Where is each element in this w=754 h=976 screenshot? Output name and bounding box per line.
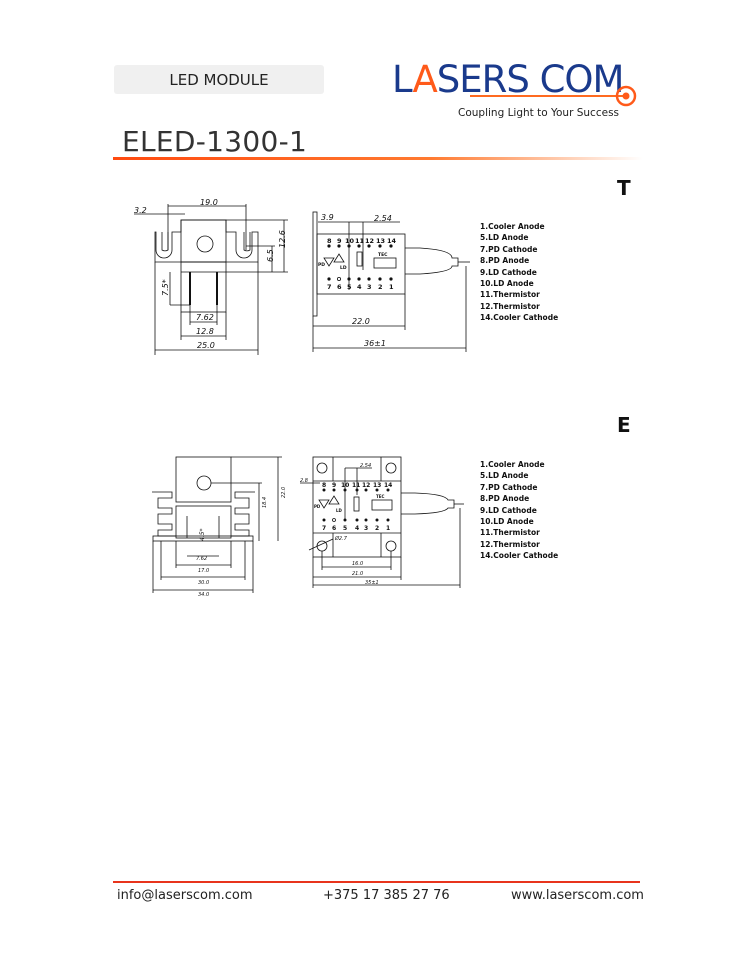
svg-text:5: 5 [347,283,352,291]
svg-text:PD: PD [318,262,325,268]
svg-text:1: 1 [389,283,394,291]
svg-text:16.0: 16.0 [352,561,363,567]
svg-text:30.0: 30.0 [198,580,209,586]
svg-text:25.0: 25.0 [197,341,215,350]
pin-list-t: 1.Cooler Anode 5.LD Anode 7.PD Cathode 8… [480,221,558,324]
svg-text:12: 12 [365,237,374,245]
svg-text:2: 2 [378,283,383,291]
svg-text:17.0: 17.0 [198,568,209,574]
pin-item: 8.PD Anode [480,494,530,504]
pin-item: 7.PD Cathode [480,244,538,254]
footer-divider [113,881,640,883]
svg-text:3: 3 [364,525,368,532]
footer-phone: +375 17 385 27 76 [323,888,450,903]
svg-text:LD: LD [336,508,343,513]
svg-text:11: 11 [352,482,360,489]
svg-text:4: 4 [357,283,362,291]
svg-text:6: 6 [337,283,342,291]
svg-text:2.54: 2.54 [360,463,371,469]
svg-text:35±1: 35±1 [365,580,379,586]
svg-text:PD: PD [314,504,321,509]
svg-text:4.5*: 4.5* [199,528,206,541]
footer-website[interactable]: www.laserscom.com [511,888,644,903]
svg-text:9: 9 [337,237,342,245]
product-title: ELED-1300-1 [122,125,308,158]
svg-text:TEC: TEC [378,252,388,258]
pin-item: 1.Cooler Anode [480,222,545,231]
svg-text:10: 10 [345,237,355,245]
pin-item: 5.LD Anode [480,471,529,481]
svg-text:18.4: 18.4 [262,497,268,508]
pin-item: 8.PD Anode [480,256,530,266]
svg-text:Coupling Light to Your Success: Coupling Light to Your Success [458,107,619,119]
pin-item: 11.Thermistor [480,290,540,300]
pin-item: 10.LD Anode [480,517,534,527]
svg-text:22.0: 22.0 [281,487,287,498]
svg-text:3.2: 3.2 [134,206,147,215]
pin-item: 7.PD Cathode [480,482,538,492]
svg-text:7.5*: 7.5* [161,279,170,296]
pin-item: 12.Thermistor [480,301,540,311]
svg-text:6: 6 [332,525,336,532]
svg-text:7: 7 [327,283,332,291]
svg-text:8: 8 [327,237,332,245]
svg-text:7.62: 7.62 [196,556,207,562]
pin-item: 10.LD Anode [480,279,534,289]
front-view-e: 7.62 4.5* 17.0 30.0 34.0 18.4 22.0 [152,456,287,598]
svg-text:5: 5 [343,525,347,532]
pin-item: 14.Cooler Cathode [480,551,559,561]
title-divider [113,157,643,160]
svg-text:21.0: 21.0 [352,571,363,577]
svg-text:12.8: 12.8 [196,327,214,336]
svg-text:34.0: 34.0 [198,592,209,598]
svg-text:36±1: 36±1 [364,339,386,348]
pin-item: 1.Cooler Anode [480,460,545,469]
variant-label-t: T [617,176,631,200]
pin-item: 9.LD Cathode [480,267,537,277]
svg-text:2.54: 2.54 [374,214,392,223]
svg-text:2.8: 2.8 [300,478,308,484]
svg-text:LD: LD [340,265,347,271]
svg-text:12.6: 12.6 [278,230,287,248]
svg-text:9: 9 [332,482,336,489]
laserscom-logo: LASERS COM Coupling Light to Your Succes… [392,58,637,119]
svg-text:4: 4 [355,525,359,532]
footer-email[interactable]: info@laserscom.com [117,888,253,903]
svg-text:7.62: 7.62 [196,313,214,322]
svg-text:14: 14 [384,482,392,489]
svg-text:3.9: 3.9 [321,213,334,222]
svg-text:8: 8 [322,482,326,489]
pin-item: 14.Cooler Cathode [480,313,559,323]
svg-text:2: 2 [375,525,379,532]
svg-text:13: 13 [376,237,385,245]
svg-text:14: 14 [387,237,397,245]
svg-text:13: 13 [373,482,381,489]
svg-text:LASERS COM: LASERS COM [392,58,623,101]
svg-text:Ø2.7: Ø2.7 [334,535,348,542]
variant-label-e: E [617,413,631,437]
svg-text:11: 11 [355,237,365,245]
svg-text:7: 7 [322,525,326,532]
category-label: LED MODULE [114,65,324,94]
pin-item: 12.Thermistor [480,539,540,549]
svg-text:TEC: TEC [376,494,384,499]
pin-item: 9.LD Cathode [480,505,537,515]
svg-text:19.0: 19.0 [200,198,218,207]
svg-text:10: 10 [341,482,349,489]
svg-text:22.0: 22.0 [352,317,370,326]
svg-text:3: 3 [367,283,372,291]
svg-text:1: 1 [386,525,390,532]
front-view-t: 19.0 3.2 12.6 6.5 7.5* 7.62 12.8 25.0 [134,198,288,355]
svg-text:6.5: 6.5 [266,249,275,262]
pin-item: 11.Thermistor [480,528,540,538]
pin-list-e: 1.Cooler Anode 5.LD Anode 7.PD Cathode 8… [480,459,558,562]
svg-text:12: 12 [362,482,370,489]
pin-item: 5.LD Anode [480,233,529,243]
